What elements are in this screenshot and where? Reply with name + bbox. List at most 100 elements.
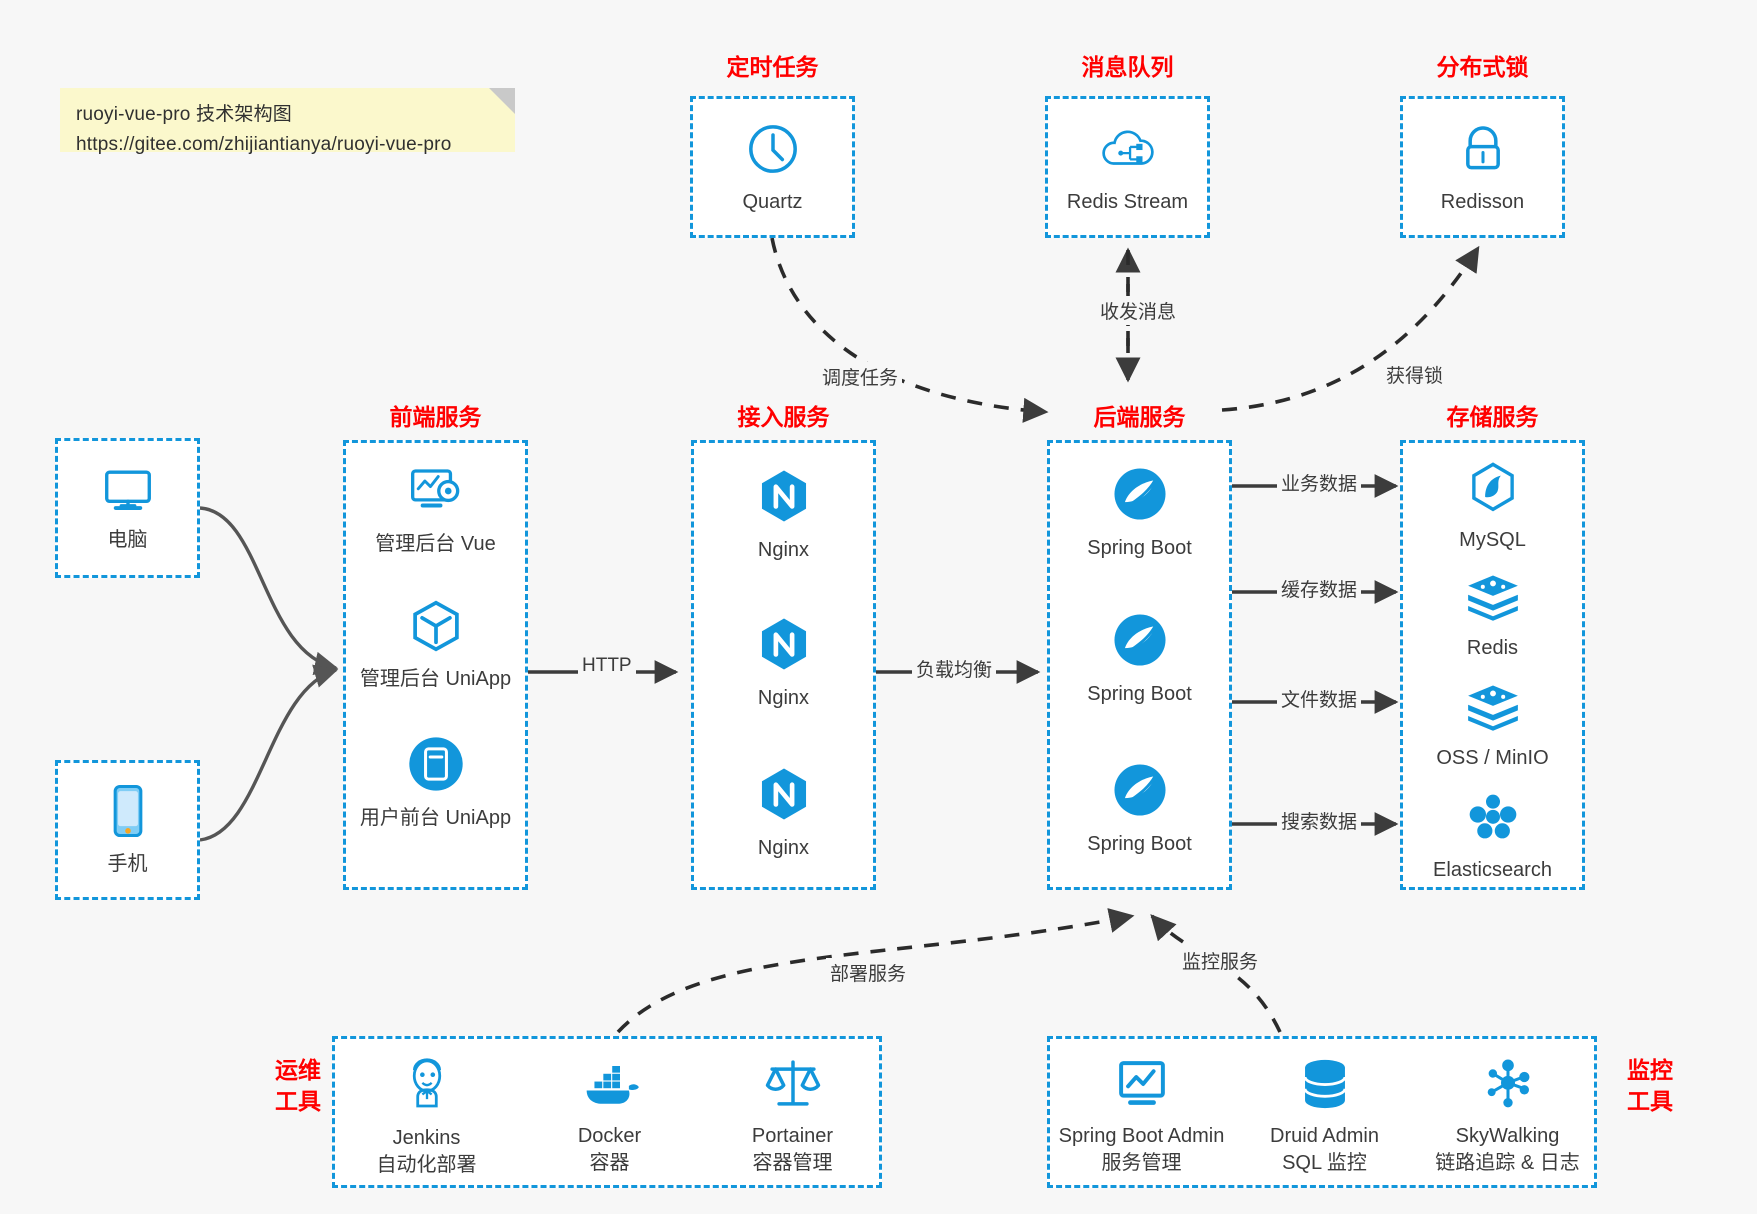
node-label: OSS / MinIO [1436,747,1549,769]
node-label: 电脑 [107,529,148,551]
node-label: Redis [1466,637,1519,659]
node-spring-boot-admin[interactable]: Spring Boot Admin 服务管理 [1050,1057,1233,1177]
node-skywalking[interactable]: SkyWalking 链路追踪 & 日志 [1416,1057,1599,1177]
group-title-scheduled-task: 定时任务 [726,54,819,80]
node-admin-vue[interactable]: 管理后台 Vue [346,463,525,557]
node-oss-minio[interactable]: OSS / MinIO [1403,681,1582,771]
node-admin-uniapp[interactable]: 管理后台 UniApp [346,598,525,692]
edge-label-acquire-lock: 获得锁 [1382,360,1448,389]
node-label: Nginx [757,687,810,709]
node-label: Portainer [751,1125,834,1147]
node-druid-admin[interactable]: Druid Admin SQL 监控 [1233,1057,1416,1177]
node-quartz[interactable]: Quartz [693,121,852,215]
group-title-devops-line1: 运维 [275,1057,321,1083]
node-nginx-2[interactable]: Nginx [694,615,873,711]
group-box-storage-service: MySQL Redis [1400,440,1585,890]
lock-icon [1403,121,1562,182]
edge-label-deploy-service: 部署服务 [826,958,911,987]
redis-icon [1403,681,1582,738]
node-label: Spring Boot Admin [1058,1125,1225,1147]
node-spring-boot-1[interactable]: Spring Boot [1050,465,1229,561]
node-redis[interactable]: Redis [1403,571,1582,661]
node-label: Druid Admin [1270,1125,1379,1147]
node-label: 用户前台 UniApp [359,807,512,829]
node-mysql[interactable]: MySQL [1403,461,1582,553]
edge-label-send-receive-message: 收发消息 [1096,296,1181,325]
node-label: MySQL [1459,529,1526,551]
node-nginx-1[interactable]: Nginx [694,467,873,563]
monitor-chart-icon [1050,1057,1233,1116]
nginx-icon [694,615,873,678]
group-title-monitor-line2: 工具 [1627,1088,1673,1114]
node-computer[interactable]: 电脑 [58,463,197,553]
node-portainer[interactable]: Portainer 容器管理 [701,1055,884,1177]
dashboard-gear-icon [346,463,525,524]
cloud-stream-icon [1048,121,1207,182]
node-phone[interactable]: 手机 [58,783,197,877]
jenkins-icon [335,1055,518,1118]
edge-label-load-balance: 负载均衡 [912,654,997,683]
group-title-frontend-service: 前端服务 [389,404,482,430]
node-label: Nginx [757,539,810,561]
edge-label-schedule-task: 调度任务 [818,362,903,391]
nginx-icon [694,765,873,828]
group-title-monitor-line1: 监控 [1627,1057,1673,1083]
redis-icon [1403,571,1582,628]
node-sublabel: 服务管理 [1101,1152,1182,1174]
group-box-devops-tools: Jenkins 自动化部署 Docker 容器 [332,1036,882,1188]
group-box-monitor-tools: Spring Boot Admin 服务管理 Druid Admin SQL 监… [1047,1036,1597,1188]
desktop-icon [58,463,197,520]
node-label: Spring Boot [1087,833,1192,855]
node-label: SkyWalking [1455,1125,1560,1147]
node-spring-boot-2[interactable]: Spring Boot [1050,611,1229,707]
node-label: Docker [577,1125,642,1147]
group-title-devops-tools: 运维 工具 [258,1055,338,1117]
node-label: Spring Boot [1087,537,1192,559]
group-box-message-queue: Redis Stream [1045,96,1210,238]
node-label: Elasticsearch [1433,859,1552,881]
spring-boot-icon [1050,611,1229,674]
cube-icon [346,598,525,659]
diagram-note: ruoyi-vue-pro 技术架构图 https://gitee.com/zh… [60,88,515,155]
spring-boot-icon [1050,465,1229,528]
note-title: ruoyi-vue-pro 技术架构图 [76,104,293,125]
app-window-icon [346,735,525,798]
group-title-gateway-service: 接入服务 [737,404,830,430]
node-label: 管理后台 UniApp [359,668,512,690]
node-label: Quartz [742,191,803,213]
group-title-distributed-lock: 分布式锁 [1436,54,1529,80]
database-icon [1233,1057,1416,1116]
node-jenkins[interactable]: Jenkins 自动化部署 [335,1055,518,1179]
node-user-uniapp[interactable]: 用户前台 UniApp [346,735,525,831]
group-title-storage-service: 存储服务 [1446,404,1539,430]
group-box-distributed-lock: Redisson [1400,96,1565,238]
mobile-icon [58,783,197,844]
node-label: Spring Boot [1087,683,1192,705]
note-url: https://gitee.com/zhijiantianya/ruoyi-vu… [76,134,452,155]
group-title-monitor-tools: 监控 工具 [1610,1055,1690,1117]
group-title-devops-line2: 工具 [275,1088,321,1114]
node-nginx-3[interactable]: Nginx [694,765,873,861]
edge-label-cache-data: 缓存数据 [1277,574,1362,603]
node-redis-stream[interactable]: Redis Stream [1048,121,1207,215]
spring-boot-icon [1050,761,1229,824]
node-sublabel: SQL 监控 [1282,1152,1367,1174]
clock-icon [693,121,852,182]
node-elasticsearch[interactable]: Elasticsearch [1403,791,1582,883]
group-box-scheduled-task: Quartz [690,96,855,238]
note-fold-corner [489,88,515,114]
node-sublabel: 容器管理 [752,1152,833,1174]
nginx-icon [694,467,873,530]
node-docker[interactable]: Docker 容器 [518,1061,701,1177]
group-box-frontend-service: 管理后台 Vue 管理后台 UniApp 用户前台 UniApp [343,440,528,890]
node-spring-boot-3[interactable]: Spring Boot [1050,761,1229,857]
node-redisson[interactable]: Redisson [1403,121,1562,215]
edge-label-file-data: 文件数据 [1277,684,1362,713]
scales-icon [701,1055,884,1116]
edge-label-business-data: 业务数据 [1277,468,1362,497]
edge-label-monitor-service: 监控服务 [1178,946,1263,975]
node-sublabel: 链路追踪 & 日志 [1435,1152,1580,1174]
node-label: 管理后台 Vue [375,533,496,555]
node-label: 手机 [107,853,148,875]
node-label: Jenkins [392,1127,461,1149]
